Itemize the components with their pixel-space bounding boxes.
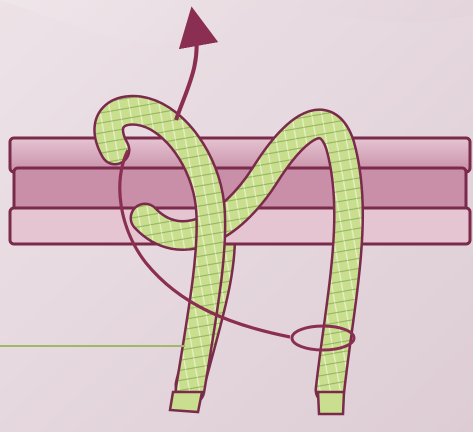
rope-end-left [170, 392, 202, 412]
rope-end-right [318, 392, 344, 414]
